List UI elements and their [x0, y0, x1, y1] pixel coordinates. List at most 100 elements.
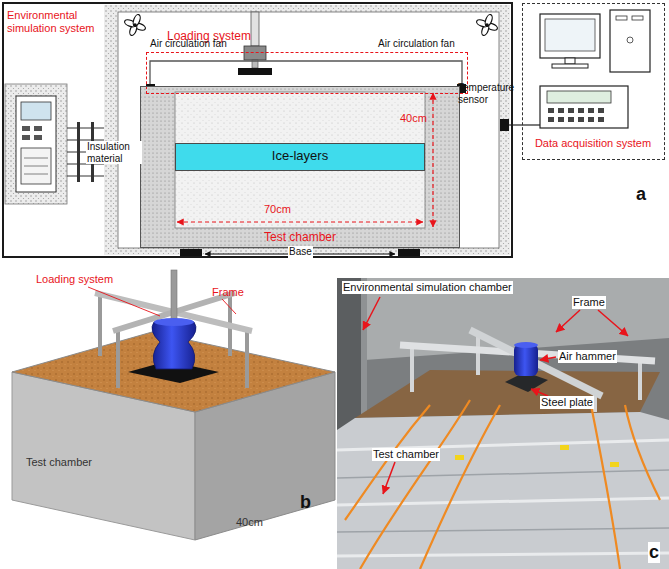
sensor-cable	[345, 405, 430, 520]
sensor-cable	[590, 400, 620, 569]
fan-hub	[485, 23, 489, 27]
power-button	[627, 37, 633, 43]
soil-surface	[355, 370, 660, 418]
panel-letter: a	[636, 184, 646, 205]
logger-key	[568, 117, 574, 122]
insulation-wall	[140, 86, 460, 248]
controller-panel	[16, 96, 56, 192]
controller-button	[34, 126, 42, 131]
frame-bar	[470, 330, 602, 396]
logger-wire	[522, 124, 540, 125]
controller-button	[22, 135, 30, 140]
frame-post	[116, 328, 120, 388]
leader-line	[222, 299, 236, 314]
air-duct	[67, 176, 104, 177]
dimension-label: 70cm	[264, 203, 291, 216]
cable-clip	[560, 445, 569, 450]
leader-line	[88, 287, 160, 316]
node-label: Test chamber	[141, 231, 459, 245]
callout-arrow	[531, 389, 548, 396]
monitor	[540, 14, 600, 58]
air-duct	[67, 128, 104, 129]
drive-slot	[632, 16, 643, 20]
wrap-highlight	[337, 553, 669, 556]
frame-post	[245, 328, 249, 388]
frame-post	[98, 296, 102, 356]
logger-key	[568, 108, 574, 113]
node-label: Data acquisition system	[523, 137, 663, 150]
callout-label: Steel plate	[540, 396, 594, 409]
fan-hub	[133, 23, 137, 27]
frame-post	[638, 359, 642, 400]
data-logger	[540, 86, 628, 128]
photo-background	[337, 278, 669, 569]
logger-key	[598, 108, 604, 113]
controller-door	[21, 148, 51, 184]
fan-symbol	[476, 14, 499, 37]
logger-key	[588, 117, 594, 122]
component-label: Air circulation fan	[378, 38, 455, 50]
frame-post	[410, 346, 414, 392]
component-label: Frame	[212, 286, 244, 299]
monitor-base	[552, 64, 588, 68]
actuator-block	[244, 46, 266, 60]
sensor-cable	[420, 405, 500, 569]
logger-key	[558, 117, 564, 122]
wrap-highlight	[337, 498, 669, 505]
callout-arrow	[363, 297, 380, 330]
logger-key	[578, 117, 584, 122]
logger-key	[588, 108, 594, 113]
insulation-wrap	[337, 412, 669, 569]
panel-letter: c	[648, 542, 660, 563]
duct-clamp	[77, 122, 80, 182]
logger-key	[578, 108, 584, 113]
callout-arrow	[383, 462, 395, 494]
callout-label: Frame	[572, 296, 606, 309]
node-label: Ice-layers	[176, 149, 424, 164]
callout-arrow	[598, 310, 628, 336]
monitor-stand	[565, 58, 575, 64]
component-label: Temperature sensor	[458, 82, 520, 105]
controller-slot	[24, 166, 48, 167]
component-label: Test chamber	[26, 456, 92, 469]
air-hammer	[152, 322, 196, 369]
logger-key	[548, 108, 554, 113]
soil-sample	[175, 92, 425, 228]
controller-button	[34, 135, 42, 140]
callout-label: Air hammer	[558, 350, 617, 363]
drive-slot	[616, 16, 627, 20]
signal-wire	[513, 124, 522, 125]
node-label: Environmental simulation system	[7, 9, 107, 34]
callout-label: Test chamber	[372, 448, 440, 461]
controller-slot	[24, 174, 48, 175]
dimension-label: 40cm	[400, 112, 427, 125]
component-label: Air circulation fan	[150, 38, 227, 50]
acquisition-box: Data acquisition system	[522, 3, 665, 160]
logger-key	[548, 117, 554, 122]
component-label: Loading system	[36, 273, 113, 286]
panel-letter: b	[300, 492, 311, 513]
chamber-interior	[118, 12, 499, 248]
dimension-line	[432, 93, 433, 227]
air-hammer-top	[514, 342, 538, 348]
cable-clip	[610, 462, 619, 467]
controller-button	[22, 126, 30, 131]
dimension-line	[177, 221, 423, 222]
temperature-sensor	[500, 119, 509, 131]
callout-arrow	[540, 357, 556, 360]
monitor-screen	[545, 19, 595, 51]
component-label: Insulation material	[86, 141, 142, 164]
callout-label: Environmental simulation chamber	[342, 281, 513, 294]
load-plate	[238, 68, 272, 75]
air-hammer	[514, 344, 538, 376]
logger-key	[558, 108, 564, 113]
wrap-seam	[337, 470, 669, 478]
logger-key	[598, 117, 604, 122]
dimension-label: 40cm	[236, 516, 263, 529]
wrap-seam	[337, 528, 669, 532]
logger-display	[547, 91, 611, 103]
air-hammer-top	[154, 318, 194, 326]
controller-screen	[21, 102, 51, 120]
